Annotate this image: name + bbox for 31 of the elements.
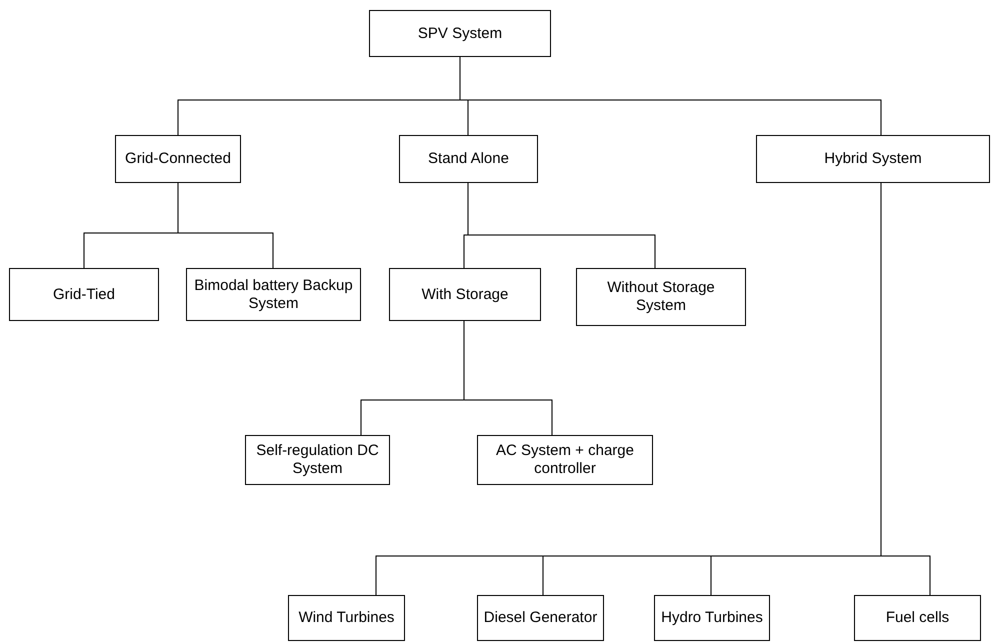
- category-box: [576, 268, 746, 326]
- node-label: SPV System: [418, 24, 502, 42]
- node-label: Hydro Turbines: [661, 609, 763, 627]
- category-box: [389, 268, 541, 321]
- node-label: Wind Turbines: [298, 609, 394, 627]
- node-label: Stand Alone: [428, 150, 509, 168]
- category-box: [477, 595, 604, 641]
- category-box: [245, 435, 390, 485]
- category-box: [756, 135, 990, 183]
- node-label: Grid-Connected: [125, 150, 231, 168]
- node-label: Bimodal battery Backup System: [193, 276, 354, 312]
- node-label: With Storage: [422, 286, 508, 304]
- category-box: [9, 268, 159, 321]
- category-box: [854, 595, 981, 641]
- category-box: [477, 435, 653, 485]
- category-box: [369, 10, 551, 57]
- category-box: [186, 268, 361, 321]
- node-label: AC System + charge controller: [495, 442, 635, 478]
- connector-line: [464, 320, 552, 436]
- connector-line: [178, 182, 274, 268]
- node-label: Self-regulation DC System: [255, 442, 380, 478]
- connector-line: [468, 182, 656, 268]
- node-label: Diesel Generator: [484, 609, 598, 627]
- node-label: Without Storage System: [606, 279, 716, 315]
- node-label: Fuel cells: [886, 609, 950, 627]
- category-box: [399, 135, 538, 183]
- category-box: [288, 595, 405, 641]
- node-label: Hybrid System: [824, 150, 922, 168]
- category-box: [115, 135, 241, 183]
- node-label: Grid-Tied: [53, 286, 115, 304]
- category-box: [654, 595, 770, 641]
